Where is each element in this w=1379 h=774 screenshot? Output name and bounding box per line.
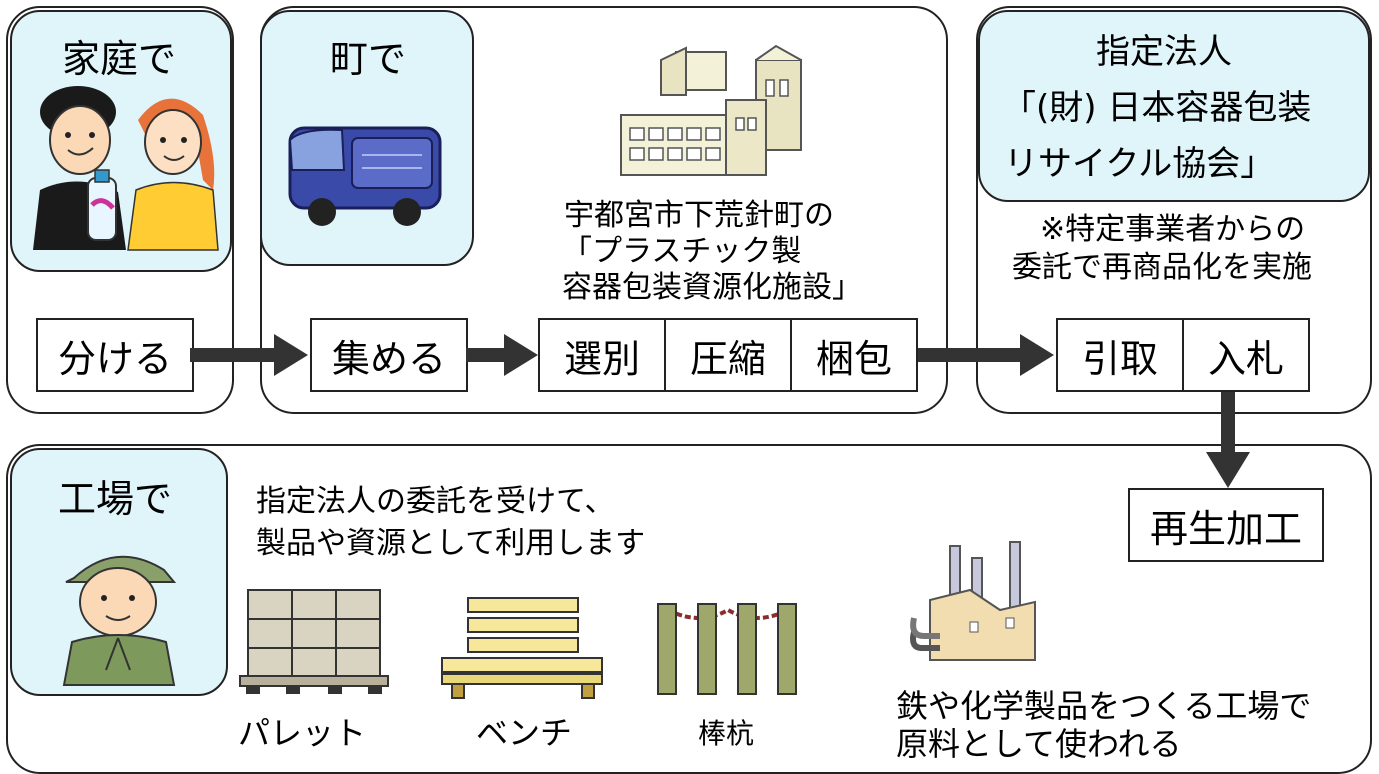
step-sort-label: 選別 bbox=[563, 336, 640, 381]
home-title: 家庭で bbox=[62, 37, 177, 81]
step-compress-box: 圧縮 bbox=[664, 318, 792, 392]
arrow-collect-to-sort bbox=[466, 334, 538, 376]
bench-illustration bbox=[441, 597, 603, 699]
garbage-truck-illustration bbox=[288, 126, 442, 226]
factory-desc-line-2: 製品や資源として利用します bbox=[256, 526, 646, 561]
step-sort-box: 選別 bbox=[538, 318, 666, 392]
home-action-label: 分ける bbox=[57, 336, 172, 381]
product-label-stake: 棒杭 bbox=[698, 717, 755, 750]
product-label-bench: ベンチ bbox=[476, 714, 573, 752]
step-bid-label: 入札 bbox=[1207, 336, 1284, 381]
facility-line-3: 容器包装資源化施設」 bbox=[562, 270, 862, 305]
designated-title-line-2: 「(財) 日本容器包装 bbox=[1002, 88, 1312, 128]
arrow-bid-to-reprocess bbox=[1206, 392, 1250, 488]
town-title: 町で bbox=[330, 37, 407, 81]
designated-title-line-1: 指定法人 bbox=[1096, 32, 1232, 72]
facility-line-1: 宇都宮市下荒針町の bbox=[564, 198, 834, 233]
step-pickup-label: 引取 bbox=[1081, 336, 1158, 381]
reprocess-label: 再生加工 bbox=[1149, 506, 1302, 551]
facility-line-2: 「プラスチック製 bbox=[562, 234, 802, 269]
town-action-box: 集める bbox=[310, 318, 468, 392]
step-pickup-box: 引取 bbox=[1056, 318, 1184, 392]
arrow-home-to-town bbox=[190, 334, 308, 376]
step-bid-box: 入札 bbox=[1182, 318, 1310, 392]
arrow-pack-to-pickup bbox=[918, 334, 1054, 376]
step-compress-label: 圧縮 bbox=[689, 336, 766, 381]
factory-title: 工場で bbox=[58, 477, 173, 521]
town-action-label: 集める bbox=[331, 336, 446, 381]
recycling-facility-illustration bbox=[620, 44, 802, 176]
family-illustration bbox=[33, 86, 219, 251]
designated-note-line-1: ※特定事業者からの bbox=[1040, 212, 1306, 247]
designated-note-line-2: 委託で再商品化を実施 bbox=[1012, 250, 1312, 285]
step-pack-box: 梱包 bbox=[790, 318, 918, 392]
designated-label-tab bbox=[978, 10, 1370, 202]
industry-line-1: 鉄や化学製品をつくる工場で bbox=[896, 687, 1312, 725]
step-pack-label: 梱包 bbox=[815, 336, 892, 381]
stake-illustration bbox=[657, 603, 797, 695]
industrial-plant-illustration bbox=[910, 541, 1036, 661]
industry-line-2: 原料として使われる bbox=[896, 725, 1182, 763]
pallet-illustration bbox=[239, 589, 389, 694]
factory-worker-illustration bbox=[62, 555, 177, 686]
product-label-pallet: パレット bbox=[238, 714, 367, 752]
designated-title-line-3: リサイクル協会」 bbox=[1004, 144, 1275, 184]
home-action-box: 分ける bbox=[36, 318, 194, 392]
reprocess-box: 再生加工 bbox=[1128, 488, 1324, 562]
factory-desc-line-1: 指定法人の委託を受けて、 bbox=[256, 484, 615, 519]
